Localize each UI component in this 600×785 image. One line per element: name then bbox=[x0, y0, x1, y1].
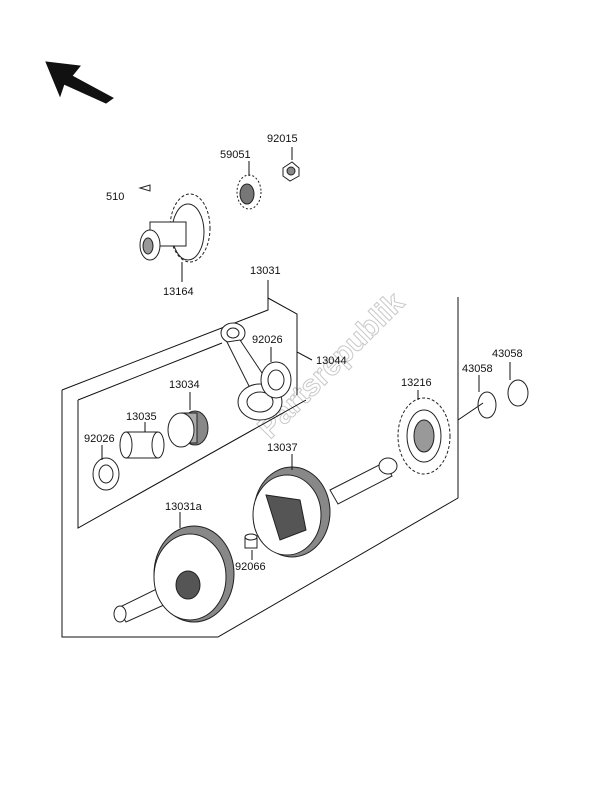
gear-59051 bbox=[236, 161, 262, 210]
label-59051: 59051 bbox=[220, 149, 251, 161]
label-43058-b: 43058 bbox=[492, 348, 523, 360]
label-13216: 13216 bbox=[401, 377, 432, 389]
crankshaft-half-13031a bbox=[113, 512, 235, 623]
label-43058-a: 43058 bbox=[462, 363, 493, 375]
assembly-frame bbox=[61, 280, 484, 638]
label-510: 510 bbox=[106, 191, 124, 203]
label-13031a: 13031a bbox=[165, 501, 203, 513]
crankshaft-half-13037 bbox=[252, 454, 398, 558]
label-92066: 92066 bbox=[235, 561, 266, 573]
washer-92026-lower bbox=[92, 445, 120, 491]
label-92026-lower: 92026 bbox=[84, 433, 115, 445]
nut-92015 bbox=[282, 147, 300, 182]
label-13037: 13037 bbox=[267, 442, 298, 454]
bearing-13034 bbox=[167, 392, 209, 448]
gear-13216 bbox=[397, 390, 451, 475]
washer-92026-upper bbox=[260, 347, 292, 399]
circlip-43058-a bbox=[477, 375, 497, 419]
balancer-gear-13164 bbox=[138, 184, 211, 282]
label-13164: 13164 bbox=[163, 286, 194, 298]
label-13044: 13044 bbox=[316, 355, 347, 367]
label-92015: 92015 bbox=[267, 133, 298, 145]
label-13034: 13034 bbox=[169, 379, 200, 391]
circlip-43058-b bbox=[507, 362, 529, 407]
front-arrow-icon bbox=[45, 61, 114, 104]
part-labels: 92015 59051 510 13164 13031 92026 13044 … bbox=[84, 133, 523, 573]
label-13035: 13035 bbox=[126, 411, 157, 423]
pin-92066 bbox=[244, 533, 258, 560]
crank-pin-13035 bbox=[119, 422, 165, 459]
label-92026-upper: 92026 bbox=[252, 334, 283, 346]
label-13031: 13031 bbox=[250, 265, 281, 277]
